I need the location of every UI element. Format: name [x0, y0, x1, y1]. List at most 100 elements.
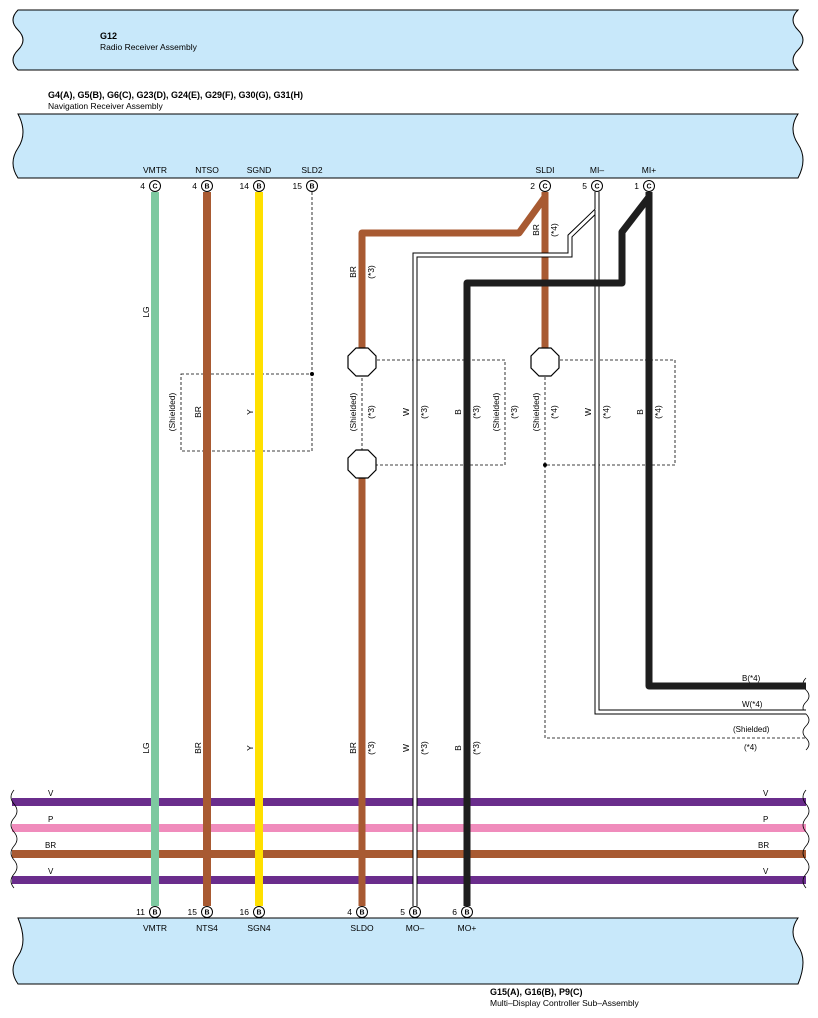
pin-connector-letter: B: [359, 910, 364, 917]
bus-wire-p: [12, 824, 806, 832]
wire-color-label-b: B: [453, 409, 463, 415]
pin-terminal: [201, 180, 213, 192]
pin-connector-letter: C: [646, 184, 651, 191]
shield-drain-right: [544, 465, 806, 739]
wire-note-star4: (*4): [653, 405, 663, 419]
shield-box-right: [544, 359, 676, 466]
pin-terminal: [201, 906, 213, 918]
bus-label-p-left: P: [48, 815, 53, 824]
pin-connector-letter: B: [204, 910, 209, 917]
wire-note-star3: (*3): [471, 741, 481, 755]
pin-name-label: MO–: [406, 923, 425, 933]
wire-color-label-br: BR: [348, 742, 358, 754]
wire-color-label-lg: LG: [141, 306, 151, 317]
pin-terminal: [253, 180, 265, 192]
bus-label-p-right: P: [763, 815, 768, 824]
top-pin-ntso: NTSO 4 B: [192, 165, 219, 192]
bus-wire-group: [12, 798, 806, 884]
pin-number: 2: [530, 181, 535, 191]
wire-note-star3: (*3): [366, 265, 376, 279]
pin-name-label: SLDI: [536, 165, 555, 175]
wire-color-label-br: BR: [348, 266, 358, 278]
wire-note-star3: (*3): [419, 405, 429, 419]
pin-number: 15: [188, 907, 198, 917]
bus-wire-v-top: [12, 798, 806, 806]
nav-receiver-panel: [12, 113, 804, 179]
pin-number: 4: [140, 181, 145, 191]
wire-color-label-y: Y: [245, 409, 255, 415]
top-pin-mi-minus: MI– 5 C: [582, 165, 604, 192]
pin-connector-letter: B: [464, 910, 469, 917]
pin-terminal: [643, 180, 655, 192]
top-pin-sld2: SLD2 15 B: [293, 165, 323, 192]
wire-note-star3: (*3): [366, 741, 376, 755]
pin-terminal: [409, 906, 421, 918]
shield-box-left: [180, 373, 313, 452]
wire-note-star3: (*3): [366, 405, 376, 419]
wire-break-mark: [802, 789, 810, 889]
wire-note-star4: (*4): [601, 405, 611, 419]
bus-label-v2-right: V: [763, 867, 769, 876]
mdc-name: G15(A), G16(B), P9(C): [490, 987, 583, 997]
pin-connector-letter: C: [594, 184, 599, 191]
wire-color-label-b: B: [453, 745, 463, 751]
bottom-pin-mo-plus: 6 B MO+: [452, 906, 477, 933]
bottom-pin-vmtr: 11 B VMTR: [136, 906, 167, 933]
wire-note-star3: (*3): [471, 405, 481, 419]
wire-mi-plus-b-branch: [645, 197, 806, 690]
shield-connector-octagon: [530, 347, 560, 377]
bus-label-br-right: BR: [758, 841, 769, 850]
pin-name-label: VMTR: [143, 923, 167, 933]
pin-connector-letter: C: [152, 184, 157, 191]
shield-box-mid: [361, 359, 506, 466]
bus-label-v2-left: V: [48, 867, 54, 876]
pin-number: 15: [293, 181, 303, 191]
pin-name-label: SGN4: [247, 923, 270, 933]
radio-receiver-desc: Radio Receiver Assembly: [100, 42, 198, 52]
pin-number: 1: [634, 181, 639, 191]
pin-connector-letter: B: [152, 910, 157, 917]
wire-note-star3: (*3): [419, 741, 429, 755]
pin-number: 6: [452, 907, 457, 917]
branch-label-b-star4: B(*4): [742, 674, 761, 683]
shield-connector-octagon: [347, 347, 377, 377]
wire-note-star3: (*3): [509, 405, 519, 419]
pin-number: 4: [347, 907, 352, 917]
bus-wire-br: [12, 850, 806, 858]
pin-number: 5: [582, 181, 587, 191]
pin-terminal: [149, 906, 161, 918]
bottom-pin-sldo: 4 B SLDO: [347, 906, 374, 933]
bottom-pin-sgn4: 16 B SGN4: [240, 906, 271, 933]
pin-connector-letter: B: [256, 184, 261, 191]
pin-connector-letter: B: [256, 910, 261, 917]
wire-color-label-lg: LG: [141, 742, 151, 753]
shield-junction-dot: [310, 372, 314, 376]
pin-name-label: MI+: [642, 165, 656, 175]
shield-label-shielded: (Shielded): [531, 392, 541, 431]
wire-color-label-br: BR: [531, 224, 541, 236]
top-pin-mi-plus: MI+ 1 C: [634, 165, 656, 192]
wire-color-label-b: B: [635, 409, 645, 415]
multi-display-controller-panel: [12, 917, 804, 985]
pin-name-label: SLDO: [350, 923, 374, 933]
wire-note-star4: (*4): [549, 405, 559, 419]
pin-terminal: [539, 180, 551, 192]
nav-receiver-name: G4(A), G5(B), G6(C), G23(D), G24(E), G29…: [48, 90, 303, 100]
wire-mi-minus-w-branch: [594, 210, 806, 715]
wire-sldi-br-upper: [358, 192, 549, 348]
pin-name-label: MO+: [458, 923, 477, 933]
wire-color-label-br: BR: [193, 742, 203, 754]
pin-terminal: [306, 180, 318, 192]
branch-label-shielded: (Shielded): [733, 725, 770, 734]
pin-connector-letter: C: [542, 184, 547, 191]
pin-connector-letter: B: [204, 184, 209, 191]
top-pin-sgnd: SGND 14 B: [240, 165, 271, 192]
pin-terminal: [461, 906, 473, 918]
radio-receiver-panel: [12, 9, 804, 71]
branch-label-w-star4: W(*4): [742, 700, 763, 709]
pin-name-label: NTSO: [195, 165, 219, 175]
pin-terminal: [356, 906, 368, 918]
wire-color-label-br: BR: [193, 406, 203, 418]
top-pin-vmtr: VMTR 4 C: [140, 165, 167, 192]
bus-label-br-left: BR: [45, 841, 56, 850]
